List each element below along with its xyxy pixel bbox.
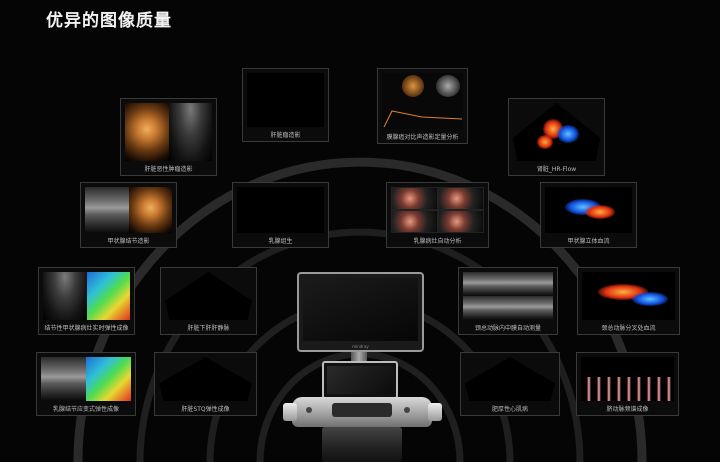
ultrasound-image [463, 272, 553, 320]
ultrasound-image [545, 187, 632, 233]
image-left-pane [85, 187, 129, 233]
image-card-flow: 肾脏_HR-Flow [508, 98, 605, 176]
image-left-pane [41, 357, 86, 401]
image-card-fetal: 脐动脉频谱成像 [576, 352, 679, 416]
ultrasound-image [41, 357, 131, 401]
ultrasound-image [85, 187, 172, 233]
ultrasound-image [391, 187, 484, 233]
image-left-pane [43, 272, 87, 320]
touchscreen-display [327, 366, 393, 394]
image-card-carotid-bif: 颈总动脉分叉处血流 [577, 267, 680, 335]
image-caption: 肝脏STQ弹性成像 [181, 406, 230, 413]
image-caption: 肾脏_HR-Flow [536, 166, 577, 173]
ultrasound-image [513, 103, 600, 161]
image-right-pane [128, 187, 172, 233]
ultrasound-image [159, 357, 252, 401]
image-card-cv: 膜腺癌对比声造影定量分析 [377, 68, 468, 144]
image-caption: 乳腺组生 [268, 238, 293, 245]
image-right-pane [168, 103, 212, 161]
ultrasound-image [165, 272, 252, 320]
probe-holder [283, 403, 297, 421]
monitor-screen [303, 278, 418, 341]
page-title: 优异的图像质量 [46, 11, 172, 31]
tic-curve [383, 110, 463, 128]
image-card-cardiac: 肥厚性心肌病 [460, 352, 560, 416]
image-card-liver-stq: 肝脏STQ弹性成像 [154, 352, 257, 416]
device-monitor: mindray [297, 272, 424, 352]
image-card-thyroid-se: 结节性甲状腺病灶实时弹性成像 [38, 267, 135, 335]
image-card-hcc: 肝脏恶性肿瘤造影 [120, 98, 217, 176]
image-card-thyroid-ce: 甲状腺结节造影 [80, 182, 177, 248]
device-touchscreen [322, 361, 398, 399]
image-right-pane [86, 272, 130, 320]
image-caption: 甲状腺立体血流 [567, 238, 610, 245]
image-card-3d: 肝脏瘤造影 [242, 68, 329, 142]
image-caption: 肝脏瘤造影 [270, 132, 301, 139]
image-caption: 颈总动脉分叉处血流 [601, 325, 656, 332]
image-caption: 膜腺癌对比声造影定量分析 [386, 134, 459, 141]
ultrasound-image [465, 357, 555, 401]
image-right-pane [86, 357, 131, 401]
image-caption: 脐动脉频谱成像 [606, 406, 649, 413]
ultrasound-image [237, 187, 324, 233]
device-base [322, 427, 402, 462]
image-caption: 结节性甲状腺病灶实时弹性成像 [44, 325, 129, 332]
ultrasound-image [247, 73, 324, 127]
image-caption: 颈总动脉内中膜自动测量 [474, 325, 541, 332]
device-brand: mindray [352, 344, 369, 349]
doppler-spectrum [581, 376, 674, 401]
image-caption: 甲状腺结节造影 [107, 238, 150, 245]
contrast-thumb-left [402, 75, 424, 97]
device-control-panel [292, 397, 432, 427]
image-card-carotid-imt: 颈总动脉内中膜自动测量 [458, 267, 558, 335]
image-left-pane [125, 103, 169, 161]
image-caption: 乳腺病灶自动分析 [413, 238, 462, 245]
image-card-thyroid-3d: 甲状腺立体血流 [540, 182, 637, 248]
control-knob [306, 407, 312, 413]
image-card-liver: 肝脏下肝肝静脉 [160, 267, 257, 335]
image-caption: 肝脏恶性肿瘤造影 [144, 166, 193, 173]
probe-holder [428, 403, 442, 421]
ultrasound-image [43, 272, 130, 320]
image-card-breast: 乳腺组生 [232, 182, 329, 248]
ultrasound-image [582, 272, 675, 320]
image-card-breast-se: 乳腺结节应变式弹性成像 [36, 352, 136, 416]
control-knob [404, 407, 410, 413]
ultrasound-image [581, 357, 674, 401]
ultrasound-image [382, 73, 463, 129]
contrast-thumb-right [436, 75, 460, 97]
image-card-breast-auto: 乳腺病灶自动分析 [386, 182, 489, 248]
image-caption: 乳腺结节应变式弹性成像 [52, 406, 119, 413]
image-caption: 肝脏下肝肝静脉 [187, 325, 230, 332]
ultrasound-image [125, 103, 212, 161]
keyboard-pad [332, 403, 392, 417]
image-caption: 肥厚性心肌病 [491, 406, 528, 413]
